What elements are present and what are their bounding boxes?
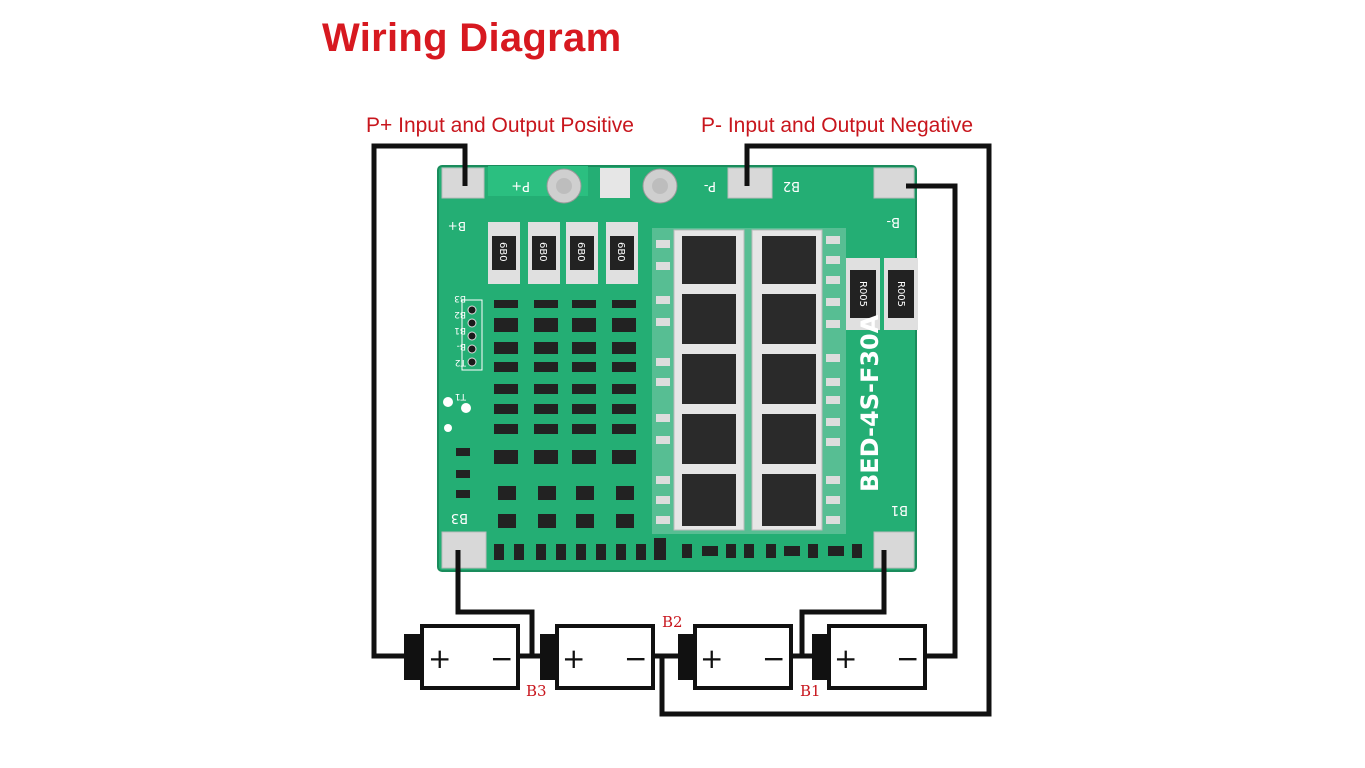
cell-1-plus: +	[428, 642, 451, 675]
cell-2-minus: −	[624, 642, 647, 675]
pad-b3	[441, 531, 487, 569]
bms-board: P+ P- B2 B- B+ B1 B3 B3 B2 B1 B- T2 T1 6…	[437, 165, 918, 572]
silk-p-minus: P-	[703, 178, 716, 193]
cell-3-plus: +	[700, 642, 723, 675]
resistor-6b0-1: 6B0	[497, 242, 508, 262]
cell-2-plus: +	[562, 642, 585, 675]
silk-b-plus: B+	[448, 219, 466, 233]
silk-b2-pin: B2	[454, 309, 466, 319]
silk-b1-pin: B1	[454, 325, 466, 335]
silk-t2: T2	[455, 357, 467, 367]
silk-b3: B3	[451, 510, 468, 525]
battery-cell-1: + −	[404, 624, 520, 690]
cell-4-minus: −	[896, 642, 919, 675]
p-minus-label: P- Input and Output Negative	[701, 114, 974, 137]
silk-p-plus: P+	[511, 178, 530, 193]
silk-b1: B1	[891, 502, 908, 517]
cell-3-minus: −	[762, 642, 785, 675]
pad-b-minus	[873, 167, 915, 199]
cell-1-minus: −	[490, 642, 513, 675]
shunt-r005-1: R005	[857, 281, 868, 307]
resistor-6b0-2: 6B0	[537, 242, 548, 262]
wire-p-plus	[371, 143, 468, 659]
resistor-6b0-4: 6B0	[615, 242, 626, 262]
pad-b1	[873, 531, 915, 569]
battery-cell-3: + −	[678, 624, 793, 690]
page-title: Wiring Diagram	[322, 16, 622, 60]
battery-cell-4: + −	[812, 624, 927, 690]
silk-b-minus: B-	[886, 214, 900, 229]
resistor-6b0-3: 6B0	[575, 242, 586, 262]
node-label-b2: B2	[662, 613, 683, 631]
pad-p-minus	[727, 167, 773, 199]
wire-b-minus	[906, 183, 958, 659]
battery-cell-2: + −	[540, 624, 655, 690]
board-model-label: BED-4S-F30A	[856, 314, 884, 492]
silk-bminus-pin: B-	[457, 341, 466, 351]
node-label-b3: B3	[526, 682, 547, 700]
wires	[371, 143, 992, 717]
p-plus-label: P+ Input and Output Positive	[366, 114, 634, 137]
battery-pack: + − + − + − + −	[404, 624, 927, 690]
silk-b2: B2	[783, 178, 800, 193]
node-label-b1: B1	[800, 682, 821, 700]
silk-b3-pin: B3	[454, 293, 466, 303]
silk-t1: T1	[455, 391, 467, 401]
shunt-r005-2: R005	[895, 281, 906, 307]
cell-4-plus: +	[834, 642, 857, 675]
